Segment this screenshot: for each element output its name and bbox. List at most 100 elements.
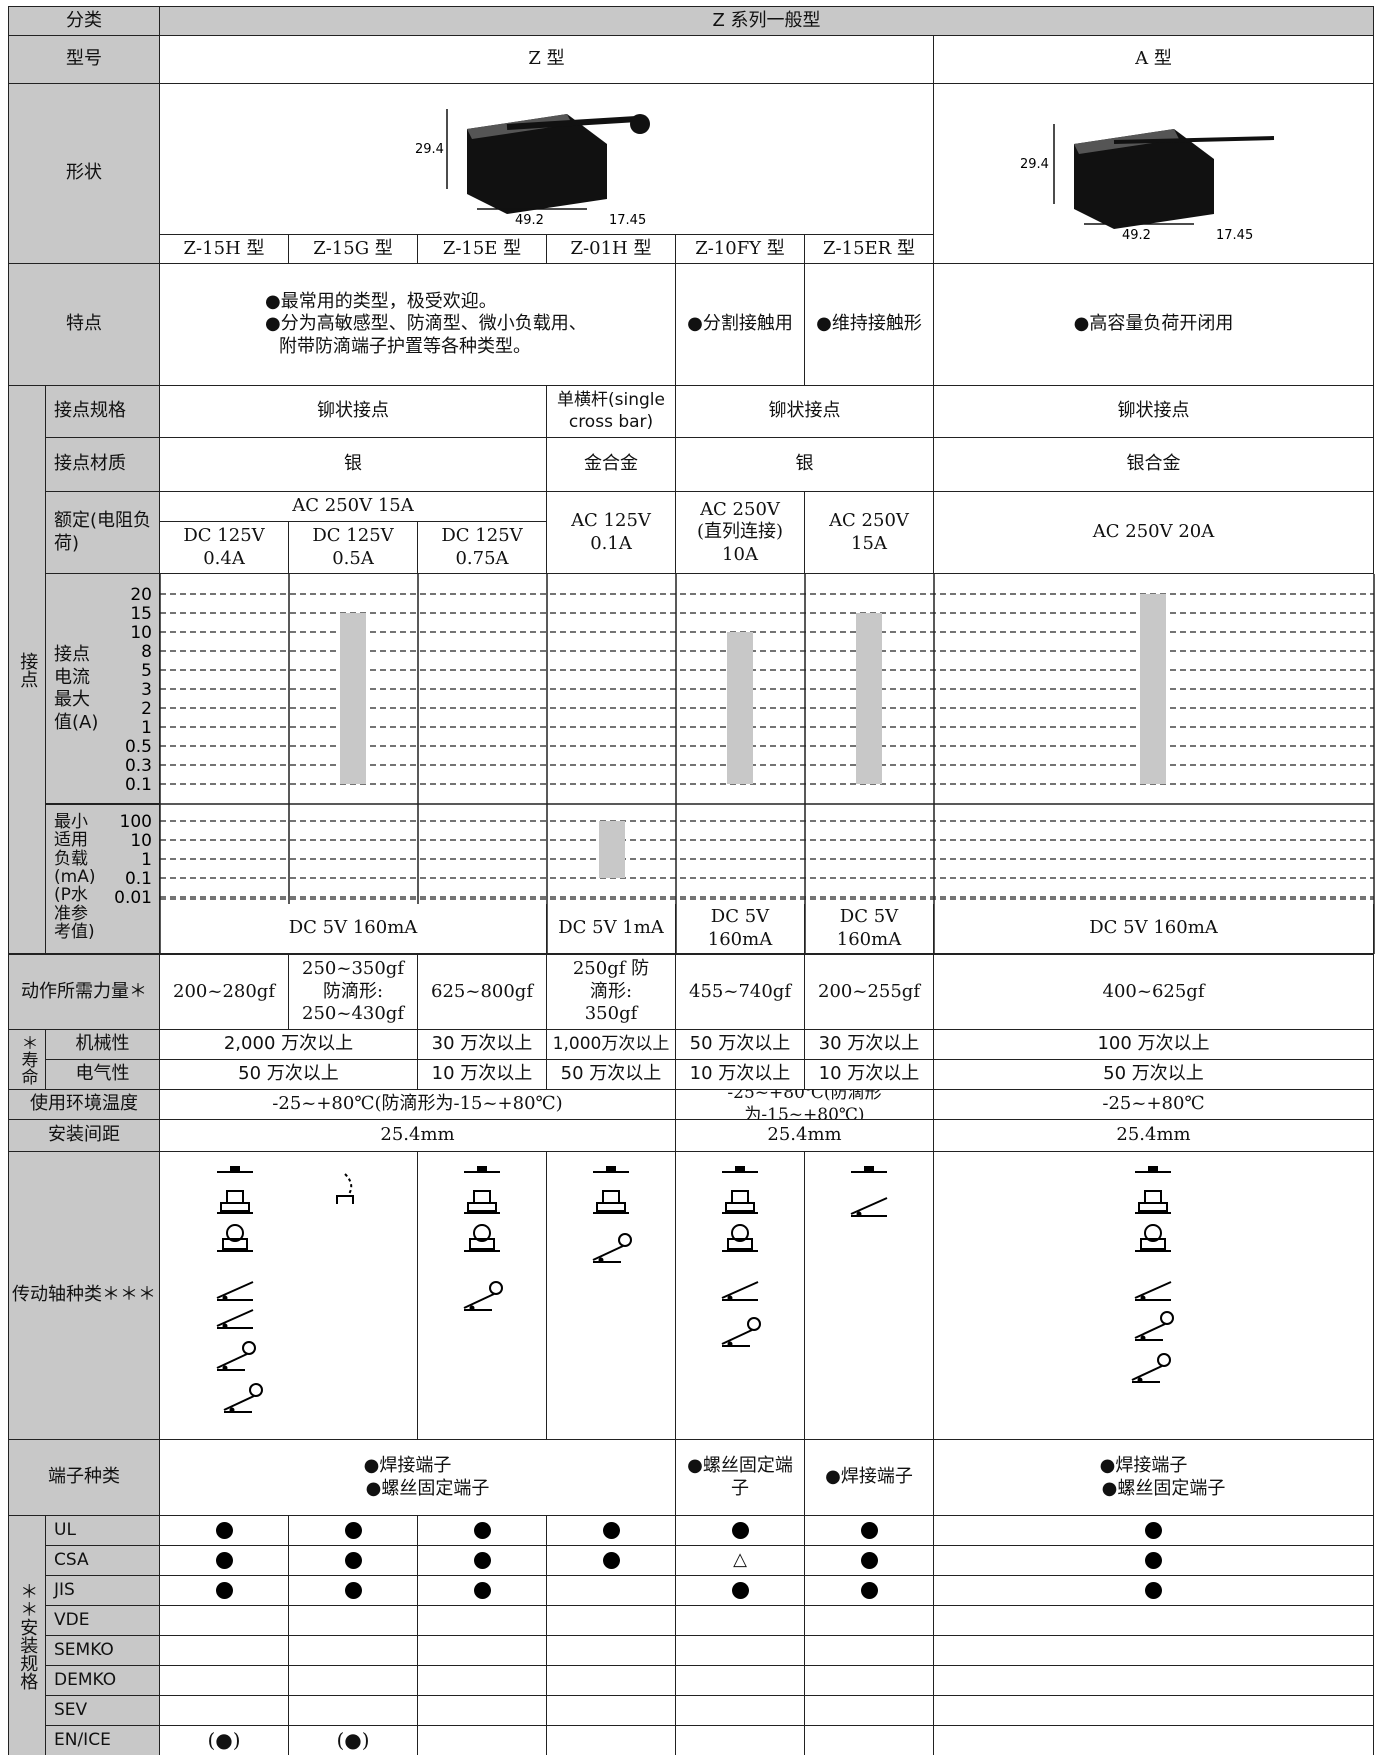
standard-cell: [418, 1726, 547, 1755]
roller-lever-icon: [592, 1233, 632, 1263]
force-er: 200~255gf: [805, 954, 934, 1030]
mech-a: 100 万次以上: [934, 1030, 1374, 1060]
temp-fy: -25~+80℃(防滴形为-15~+80℃): [676, 1090, 934, 1120]
model-z-header: Z 型: [160, 36, 934, 84]
actuator-15h-15g: [160, 1152, 418, 1440]
standard-cell: [676, 1696, 805, 1726]
tick-label: 15: [130, 604, 152, 624]
standard-cell: [805, 1516, 934, 1546]
dim-depth-label: 17.45: [1216, 228, 1253, 243]
shape-z-cell: 29.4 49.2 17.45: [160, 84, 934, 234]
approved-dot: [344, 1552, 362, 1569]
standard-cell: (●): [160, 1726, 289, 1755]
actuator-label: 传动轴种类＊＊＊: [8, 1152, 160, 1440]
standard-cell: [547, 1606, 676, 1636]
approved-dot: [860, 1582, 878, 1599]
approved-dot: [215, 1522, 233, 1539]
actuator-a: [934, 1152, 1374, 1440]
spring-plunger-icon: [336, 1173, 354, 1204]
standard-cell: [805, 1546, 934, 1576]
standard-cell: [418, 1516, 547, 1546]
model-name: Z-15H 型: [160, 234, 289, 264]
terminal-item: ●焊接端子: [363, 1455, 452, 1476]
roller-plunger-icon: [722, 1224, 758, 1252]
rated-a: AC 250V 20A: [934, 492, 1374, 574]
standard-name: VDE: [46, 1606, 160, 1636]
spec-fy: 铆状接点: [676, 386, 934, 438]
approved-dot: [344, 1582, 362, 1599]
standard-cell: [418, 1666, 547, 1696]
standard-cell: [289, 1636, 418, 1666]
terminal-er: ●焊接端子: [805, 1440, 934, 1516]
series-title: Z 系列一般型: [160, 6, 1374, 36]
switch-a-image: 29.4 49.2 17.45: [1020, 123, 1274, 243]
material-label: 接点材质: [46, 438, 160, 492]
tick-label: 0.01: [114, 888, 152, 908]
standard-cell: [805, 1576, 934, 1606]
dim-depth-label: 17.45: [609, 213, 646, 228]
standard-name: EN/ICE: [46, 1726, 160, 1755]
standard-cell: [547, 1576, 676, 1606]
standard-cell: [934, 1606, 1374, 1636]
force-01h: 250gf 防滴形: 350gf: [547, 954, 676, 1030]
panel-plunger-icon: [1135, 1190, 1171, 1214]
standard-cell: [805, 1726, 934, 1755]
standard-name: CSA: [46, 1546, 160, 1576]
temp-label: 使用环境温度: [8, 1090, 160, 1120]
spec-a: 铆状接点: [934, 386, 1374, 438]
standard-cell: [934, 1576, 1374, 1606]
rated-label: 额定(电阻负荷): [46, 492, 160, 574]
standard-cell: [547, 1696, 676, 1726]
standard-cell: [289, 1696, 418, 1726]
tick-label: 10: [130, 623, 152, 643]
standard-cell: [418, 1576, 547, 1606]
tick-label: 8: [141, 642, 152, 662]
terminal-label: 端子种类: [8, 1440, 160, 1516]
standard-cell: [676, 1666, 805, 1696]
spec-01h: 单横杆(single cross bar): [547, 386, 676, 438]
standard-name: SEV: [46, 1696, 160, 1726]
pitch-z: 25.4mm: [160, 1120, 676, 1152]
contact-group-text: 接点: [17, 651, 39, 688]
rated-ac: AC 250V 15A: [160, 492, 547, 522]
approved-dot: [1145, 1552, 1162, 1569]
shape-a-cell: 29.4 49.2 17.45: [934, 84, 1374, 264]
pitch-fy: 25.4mm: [676, 1120, 934, 1152]
standard-cell: [160, 1546, 289, 1576]
temp-z: -25~+80℃(防滴形为-15~+80℃): [160, 1090, 676, 1120]
approved-dot: [344, 1522, 362, 1539]
dim-width-label: 49.2: [1122, 228, 1151, 243]
model-name: Z-10FY 型: [676, 234, 805, 264]
hinge-lever-icon: [721, 1281, 759, 1301]
elec-01h: 50 万次以上: [547, 1060, 676, 1090]
standard-cell: [934, 1726, 1374, 1755]
life-label: ＊寿命: [8, 1030, 46, 1090]
elec-15e: 10 万次以上: [418, 1060, 547, 1090]
category-label: 分类: [8, 6, 160, 36]
tick-label: 0.1: [125, 869, 152, 889]
pin-plunger-icon: [851, 1166, 887, 1173]
pitch-label: 安装间距: [8, 1120, 160, 1152]
approved-dot: [473, 1582, 491, 1599]
rated-fy: AC 250V (直列连接) 10A: [676, 492, 805, 574]
roller-lever-icon: [1131, 1353, 1171, 1383]
features-er: ●维持接触形: [805, 264, 934, 386]
roller-lever-icon: [1134, 1311, 1174, 1341]
rated-15h: DC 125V 0.4A: [160, 522, 289, 574]
approved-dot: [860, 1552, 878, 1569]
panel-plunger-icon: [464, 1190, 500, 1214]
tick-label: 1: [141, 850, 152, 870]
standard-cell: [805, 1696, 934, 1726]
approved-dot: [602, 1552, 620, 1569]
min-load-fy: DC 5V 160mA: [676, 904, 805, 954]
standard-cell: [547, 1666, 676, 1696]
actuator-fy: [676, 1152, 805, 1440]
approved-dot: [1145, 1522, 1162, 1539]
standard-cell: [676, 1726, 805, 1755]
actuator-15e: [418, 1152, 547, 1440]
standard-cell: [547, 1726, 676, 1755]
standard-cell: [289, 1666, 418, 1696]
spec-label: 接点规格: [46, 386, 160, 438]
